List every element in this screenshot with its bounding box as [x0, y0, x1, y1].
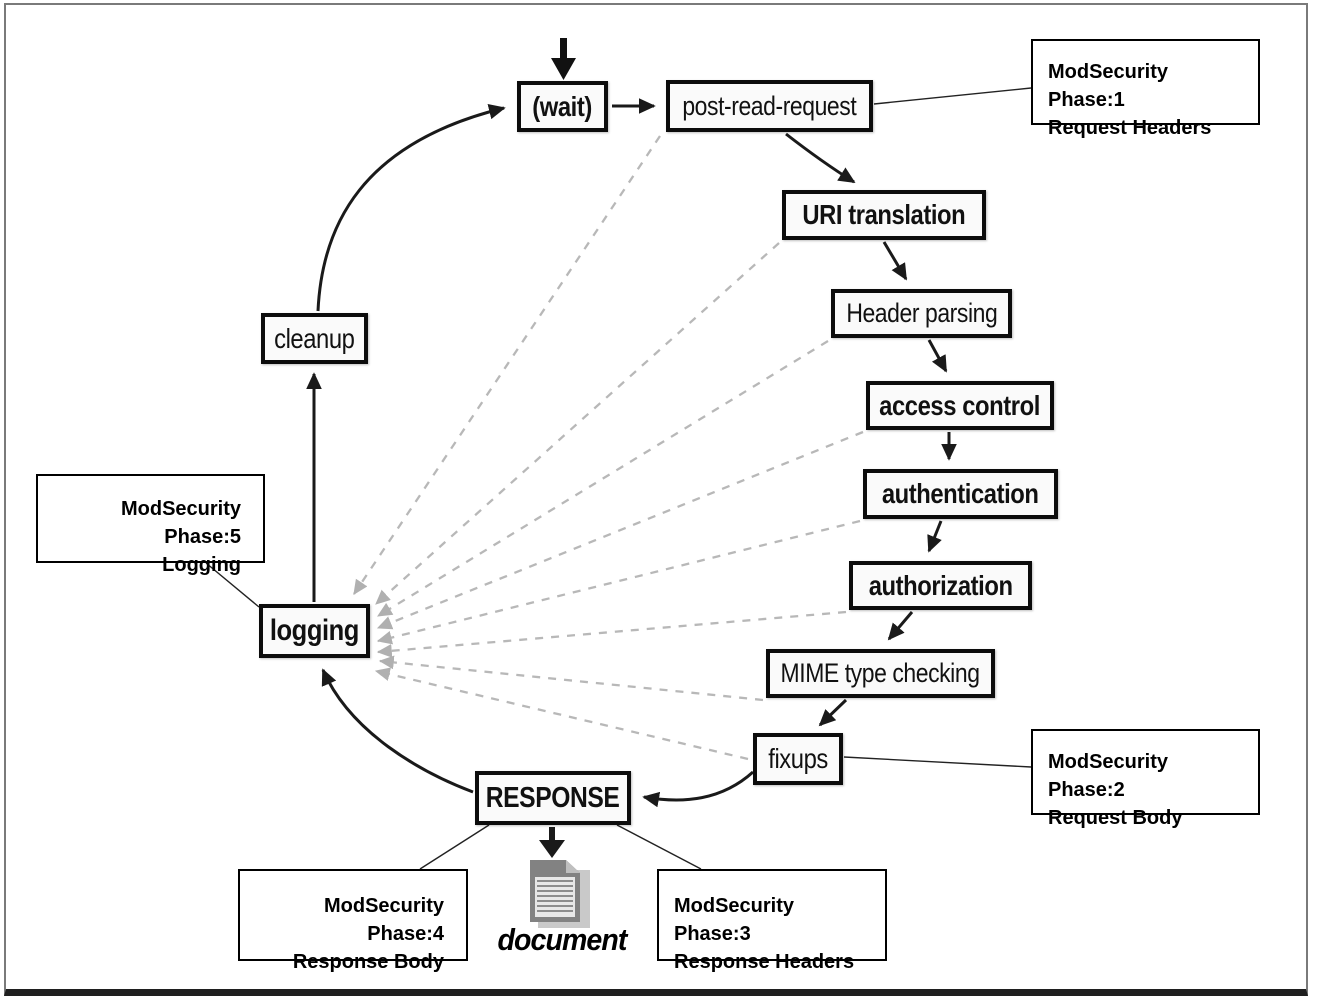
leader-phase5-to-logging	[205, 562, 260, 608]
dashed-authz-to-logging	[376, 610, 847, 658]
dashed-authn-to-logging	[376, 519, 861, 645]
node-authentication-label: authentication	[882, 478, 1039, 509]
arrow-header-to-access	[927, 339, 948, 373]
document-page-icon	[530, 860, 590, 928]
node-post-read-request: post-read-request	[666, 80, 873, 132]
callout-modsecurity-phase-1: ModSecurity Phase:1 Request Headers	[1031, 39, 1260, 139]
node-response-label: RESPONSE	[486, 781, 620, 814]
arrow-authz-to-mime	[887, 611, 914, 641]
arrow-cleanup-to-wait	[316, 104, 506, 312]
node-fixups: fixups	[753, 733, 843, 785]
dashed-fixups-to-logging	[374, 667, 749, 761]
dashed-mime-to-logging	[378, 655, 764, 702]
node-authentication: authentication	[863, 469, 1058, 519]
node-cleanup-label: cleanup	[274, 322, 355, 354]
node-cleanup: cleanup	[261, 313, 368, 364]
dashed-post-read-to-logging	[353, 135, 661, 595]
callout-phase5-subtitle: Logging	[162, 554, 241, 576]
callout-phase1-title: ModSecurity Phase:1	[1048, 61, 1169, 111]
leader-phase2-to-fixups	[843, 756, 1032, 768]
leader-phase3-to-response	[616, 824, 702, 870]
node-mime-type-checking-label: MIME type checking	[781, 658, 980, 688]
node-wait: (wait)	[517, 81, 608, 132]
callout-phase4-subtitle: Response Body	[292, 951, 444, 973]
arrow-mime-to-fixups	[818, 698, 848, 727]
arrow-response-to-logging	[321, 668, 474, 794]
node-authorization-label: authorization	[868, 569, 1013, 601]
callout-modsecurity-phase-2: ModSecurity Phase:2 Request Body	[1031, 729, 1260, 829]
node-logging: logging	[259, 604, 370, 658]
node-access-control: access control	[866, 381, 1054, 430]
callout-phase3-subtitle: Response Headers	[674, 951, 855, 973]
dashed-uri-to-logging	[375, 242, 780, 605]
node-fixups-label: fixups	[768, 743, 828, 774]
callout-phase3-title: ModSecurity Phase:3	[674, 895, 795, 945]
callout-phase5-title: ModSecurity Phase:5	[120, 498, 241, 548]
dashed-access-to-logging	[376, 430, 864, 630]
arrowhead-response-to-document	[539, 840, 565, 858]
dashed-header-to-logging	[377, 340, 829, 617]
document-label: document	[497, 922, 628, 957]
leader-phase4-to-response	[419, 824, 490, 870]
arrow-post-read-to-uri	[785, 132, 856, 184]
arrow-authn-to-authz	[927, 520, 943, 553]
arrow-entry-to-wait	[551, 38, 576, 80]
callout-modsecurity-phase-5: ModSecurity Phase:5 Logging	[36, 474, 265, 576]
node-header-parsing-label: Header parsing	[846, 298, 997, 328]
node-header-parsing: Header parsing	[831, 289, 1012, 338]
arrow-uri-to-header	[882, 241, 908, 281]
leader-phase1-to-post-read	[873, 87, 1032, 105]
callout-modsecurity-phase-4: ModSecurity Phase:4 Response Body	[238, 869, 468, 973]
node-access-control-label: access control	[879, 389, 1041, 421]
node-logging-label: logging	[269, 614, 360, 647]
callout-phase2-subtitle: Request Body	[1048, 807, 1183, 829]
node-wait-label: (wait)	[532, 90, 593, 122]
node-mime-type-checking: MIME type checking	[766, 649, 995, 698]
callout-phase2-title: ModSecurity Phase:2	[1048, 751, 1169, 801]
node-post-read-request-label: post-read-request	[682, 90, 857, 121]
node-authorization: authorization	[849, 561, 1032, 610]
callout-modsecurity-phase-3: ModSecurity Phase:3 Response Headers	[657, 869, 887, 973]
node-uri-translation-label: URI translation	[802, 199, 966, 230]
arrow-fixups-to-response	[642, 770, 755, 808]
callout-phase4-title: ModSecurity Phase:4	[323, 895, 444, 945]
callout-phase1-subtitle: Request Headers	[1048, 117, 1212, 139]
node-uri-translation: URI translation	[782, 190, 986, 240]
node-response: RESPONSE	[475, 771, 631, 825]
